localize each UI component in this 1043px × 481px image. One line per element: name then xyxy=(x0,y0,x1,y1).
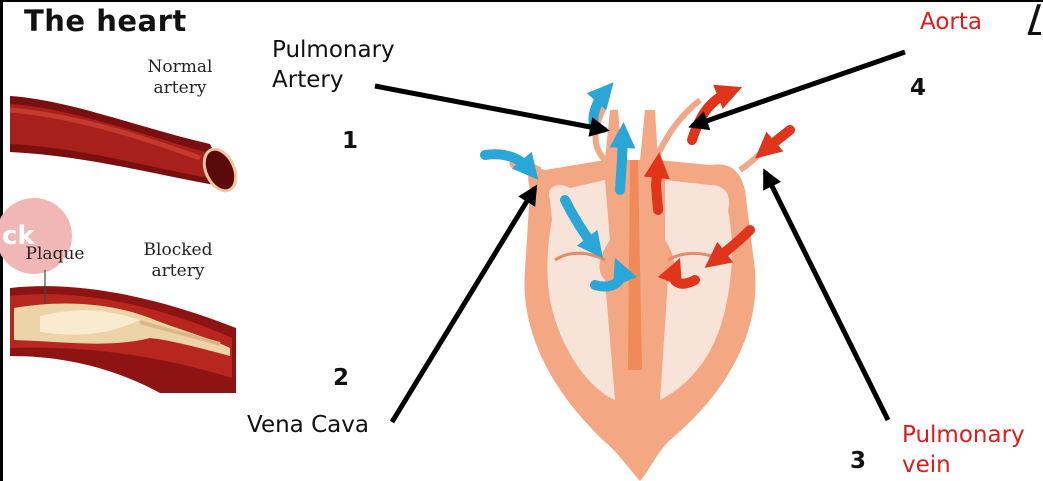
vena-cava-label: Vena Cava xyxy=(247,410,369,440)
vena-cava-number: 2 xyxy=(333,365,349,391)
aorta-number: 4 xyxy=(910,75,926,101)
pulmonary-artery-pointer xyxy=(375,86,606,130)
pulmonary-vein-number: 3 xyxy=(850,448,866,474)
pulmonary-artery-label: Pulmonary Artery xyxy=(272,35,395,95)
aorta-label: Aorta xyxy=(920,7,982,37)
pulmonary-artery-number: 1 xyxy=(342,128,358,154)
pulmonary-vein-label: Pulmonary vein xyxy=(902,420,1025,480)
pulmonary-vein-pointer xyxy=(765,172,888,420)
aorta-pointer xyxy=(692,52,905,126)
vena-cava-pointer xyxy=(392,188,535,422)
